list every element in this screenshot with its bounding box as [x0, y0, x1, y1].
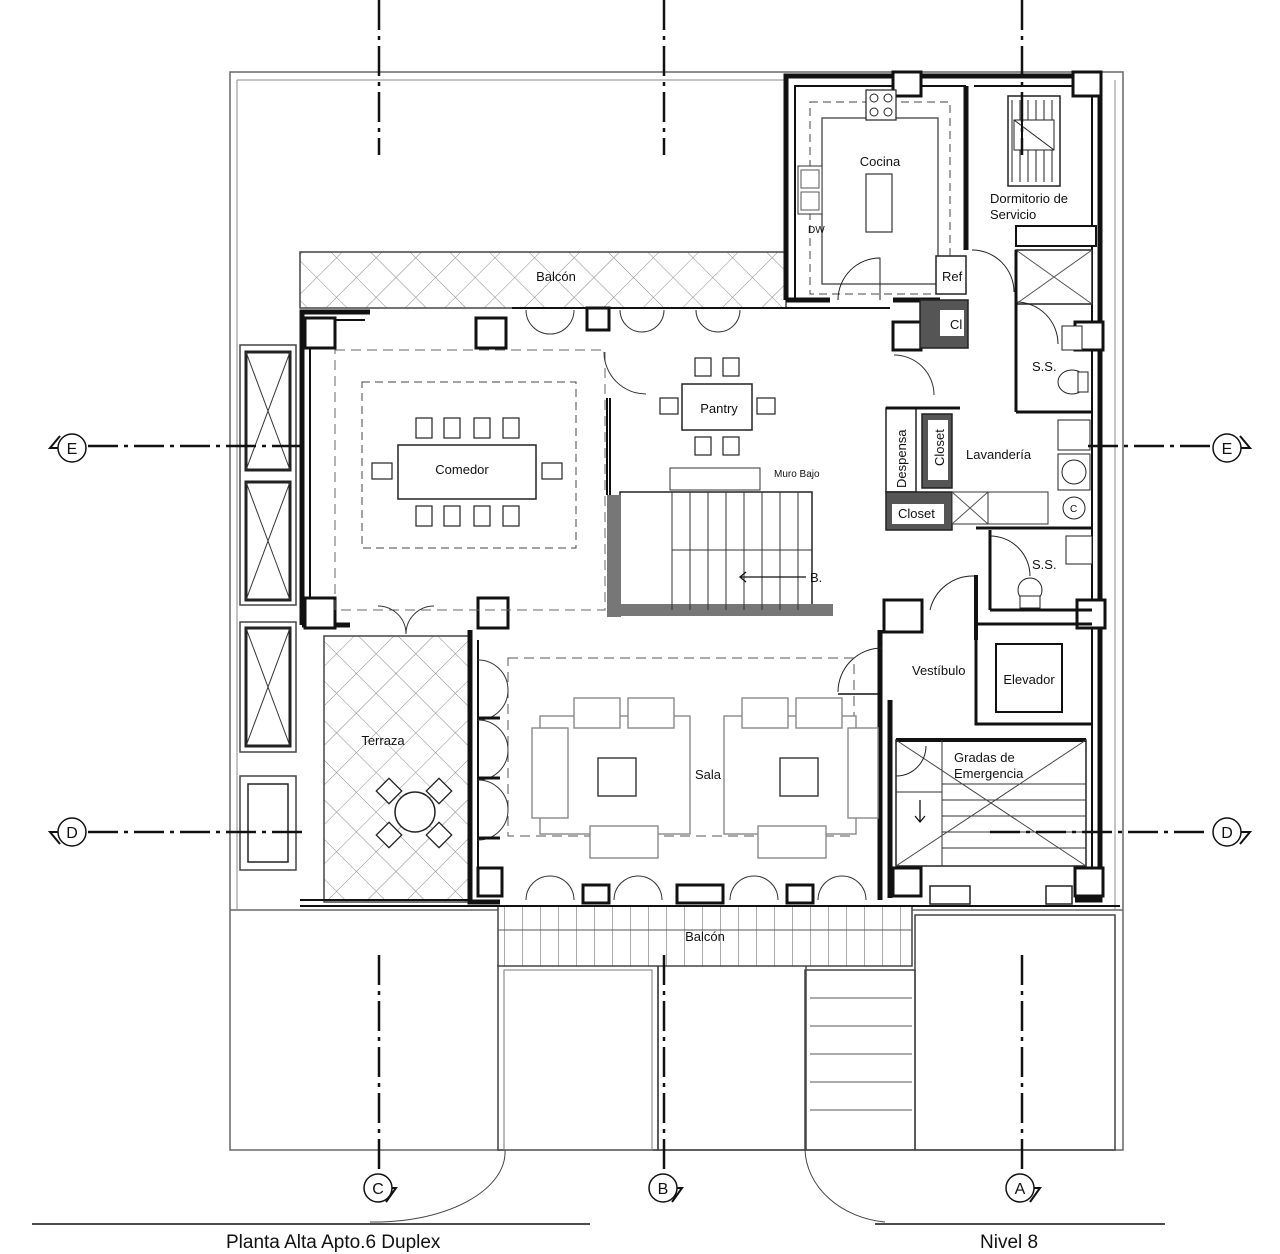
- label-gradas-2: Emergencia: [954, 766, 1024, 781]
- refrigerator: [935, 255, 967, 295]
- axis-b: B: [658, 1181, 669, 1198]
- axis-bubbles: [57, 433, 1242, 1203]
- stove-icon: [865, 89, 897, 121]
- label-cocina: Cocina: [860, 154, 901, 169]
- label-sala: Sala: [695, 767, 722, 782]
- pantry-table: [681, 383, 753, 431]
- label-balcon-bottom: Balcón: [685, 929, 725, 944]
- label-cl: Cl: [950, 317, 962, 332]
- axis-d-left: D: [66, 825, 78, 842]
- sink-icon: [797, 165, 823, 215]
- terrace-area: [323, 635, 471, 903]
- label-pantry: Pantry: [700, 401, 738, 416]
- sink-icon: [1061, 325, 1083, 351]
- label-comedor: Comedor: [435, 462, 489, 477]
- label-dw: DW: [808, 225, 825, 236]
- plan-title: Planta Alta Apto.6 Duplex: [226, 1232, 441, 1253]
- balcony-bottom: [497, 905, 913, 967]
- label-lavanderia: Lavandería: [966, 447, 1032, 462]
- label-calentador: C: [1070, 504, 1077, 515]
- label-ss-1: S.S.: [1032, 359, 1057, 374]
- label-closet-h: Closet: [898, 506, 935, 521]
- label-terraza: Terraza: [361, 733, 405, 748]
- label-dormitorio-1: Dormitorio de: [990, 191, 1068, 206]
- label-balcon-top: Balcón: [536, 269, 576, 284]
- label-bajada: B.: [810, 570, 822, 585]
- axis-a: A: [1015, 1181, 1026, 1198]
- living-furniture: [531, 697, 879, 859]
- label-vestibulo: Vestíbulo: [912, 663, 966, 678]
- label-dormitorio-2: Servicio: [990, 207, 1036, 222]
- label-ss-2: S.S.: [1032, 557, 1057, 572]
- terrace-table: [394, 791, 436, 833]
- lower-structure: [497, 964, 659, 1151]
- label-gradas-1: Gradas de: [954, 750, 1015, 765]
- sink-icon: [1065, 535, 1093, 565]
- facade-panels: [239, 344, 297, 606]
- dining-table: [397, 444, 537, 500]
- dining-chairs: [371, 417, 563, 527]
- label-ref: Ref: [942, 269, 963, 284]
- label-closet-v: Closet: [932, 429, 947, 466]
- washer-icon: [1057, 419, 1091, 451]
- grid-lines: [88, 0, 1210, 1170]
- axis-c: C: [372, 1181, 384, 1198]
- level-title: Nivel 8: [980, 1232, 1038, 1253]
- label-elevador: Elevador: [1003, 672, 1055, 687]
- columns: [303, 70, 1107, 905]
- label-despensa: Despensa: [894, 429, 909, 488]
- label-muro-bajo: Muro Bajo: [774, 469, 820, 480]
- main-stairs: [619, 491, 813, 611]
- elevator-cabin: [995, 643, 1063, 713]
- dining-rug: [361, 381, 577, 549]
- dryer-icon: [1057, 453, 1091, 491]
- axis-d-right: D: [1221, 825, 1233, 842]
- axis-e-right: E: [1222, 441, 1233, 458]
- kitchen-island: [865, 173, 893, 233]
- axis-e-left: E: [67, 441, 78, 458]
- heater-icon: [1062, 496, 1086, 520]
